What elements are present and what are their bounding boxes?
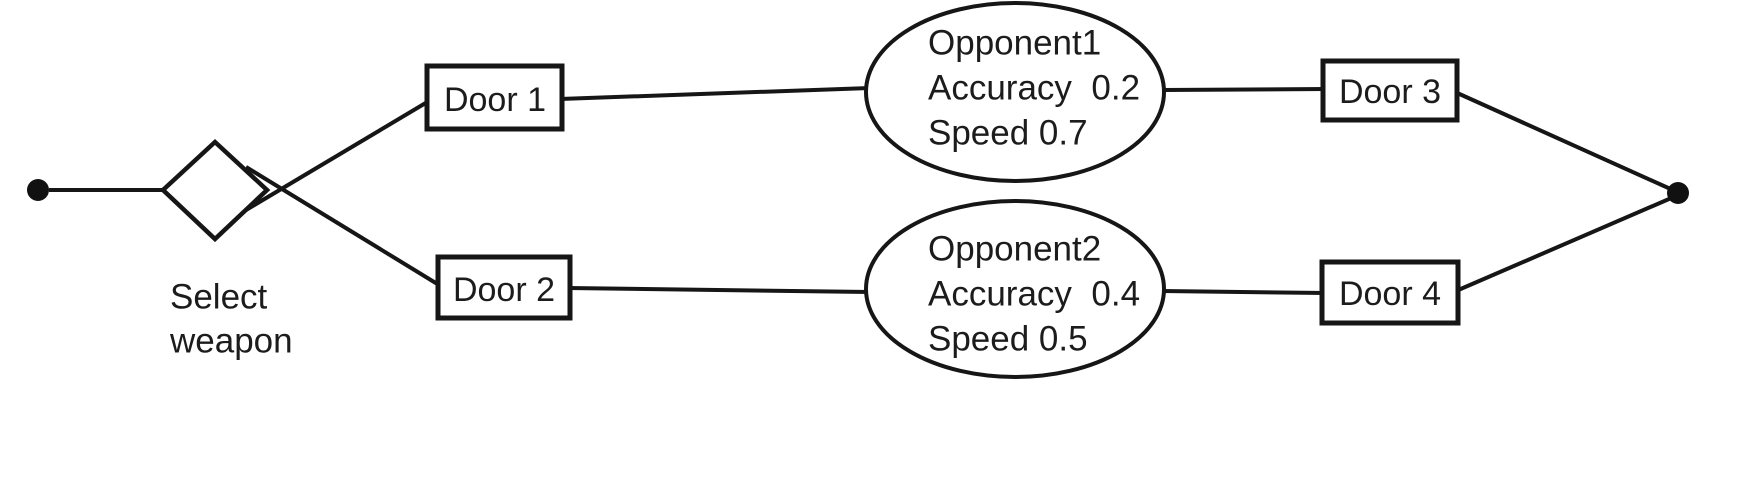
select-weapon-diamond: [159, 138, 271, 243]
door4-label: Door 4: [1339, 275, 1441, 313]
edge-door3-to-end: [1454, 90, 1676, 193]
door2-box: [435, 254, 573, 321]
select-weapon-label-line1: Select: [170, 278, 268, 317]
edge-select-to-door2: [244, 165, 441, 287]
opponent2-speed: Speed 0.5: [928, 320, 1088, 359]
opponent1-speed: Speed 0.7: [928, 114, 1088, 153]
door3-label: Door 3: [1339, 73, 1441, 111]
door1-box: [424, 63, 565, 132]
opponent1-name: Opponent1: [928, 24, 1101, 63]
opponent1-accuracy: Accuracy 0.2: [928, 69, 1140, 108]
door2-label: Door 2: [453, 271, 555, 309]
door1-label: Door 1: [444, 81, 546, 119]
edge-door1-to-opponent1: [559, 86, 871, 101]
opponent2-accuracy: Accuracy 0.4: [928, 275, 1140, 314]
edge-door4-to-end: [1455, 194, 1677, 293]
select-weapon-label-line2: weapon: [169, 322, 293, 361]
opponent2-ellipse: [864, 199, 1166, 379]
edge-select-to-door1: [244, 99, 431, 212]
door4-box: [1319, 259, 1461, 326]
opponent1-ellipse: [864, 1, 1166, 183]
start-node-dot: [27, 179, 49, 201]
edge-door2-to-opponent2: [567, 286, 871, 294]
end-node-dot: [1667, 182, 1689, 204]
edge-opponent1-to-door3: [1161, 87, 1328, 92]
edge-opponent2-to-door4: [1161, 289, 1327, 295]
door3-box: [1320, 58, 1460, 123]
opponent2-name: Opponent2: [928, 230, 1101, 269]
